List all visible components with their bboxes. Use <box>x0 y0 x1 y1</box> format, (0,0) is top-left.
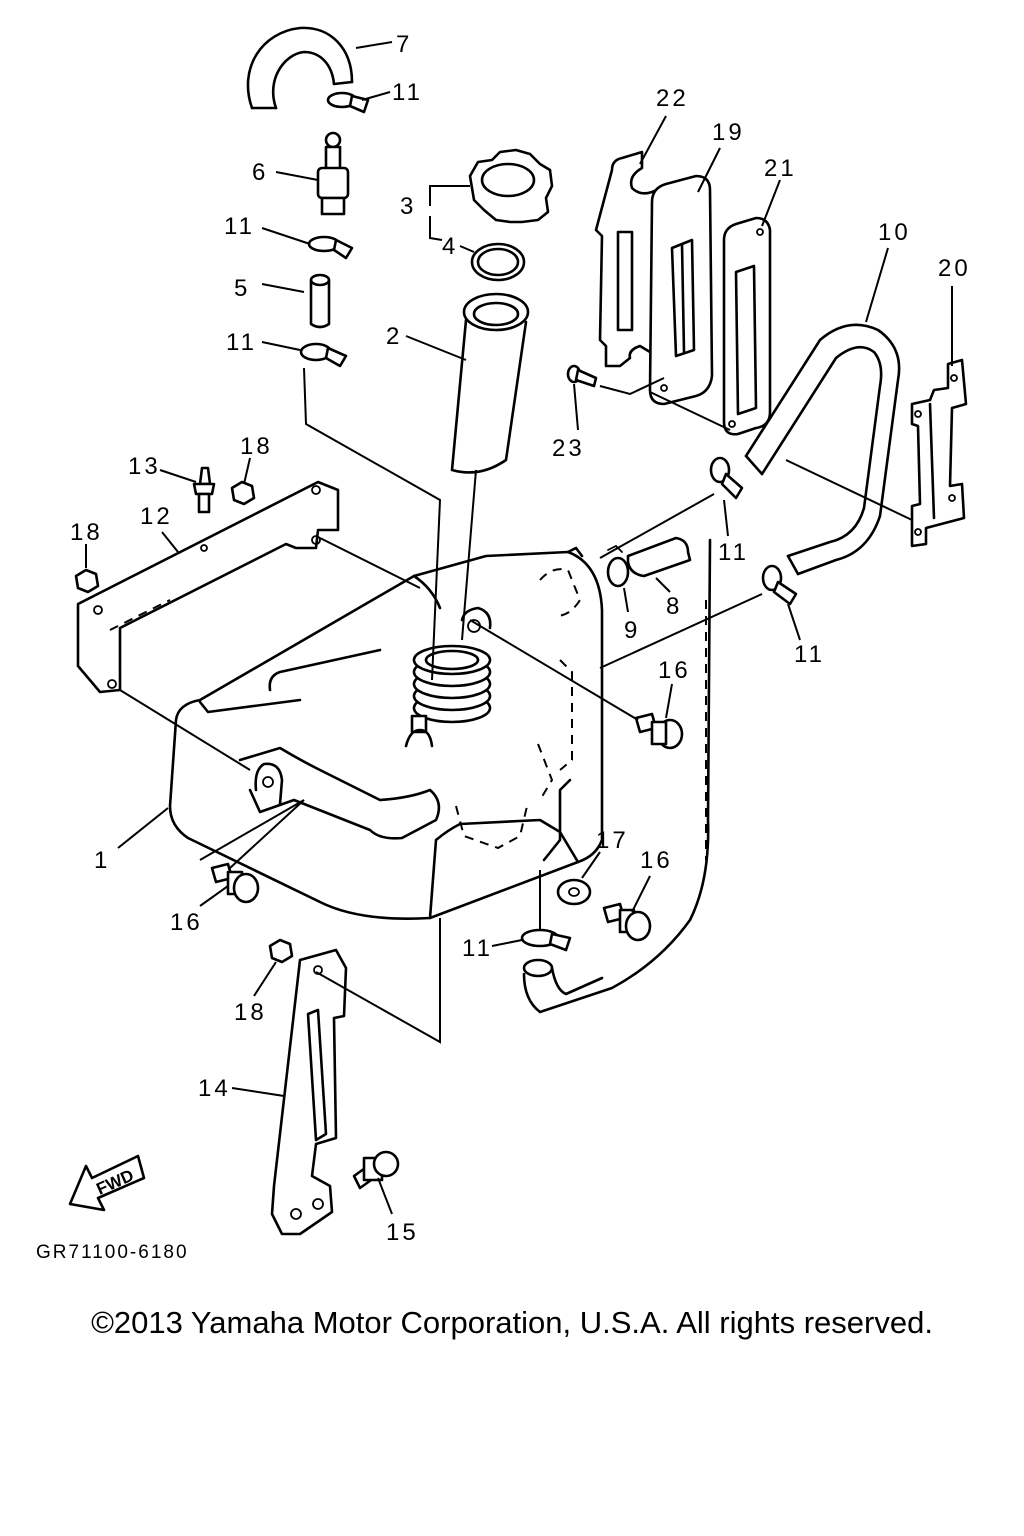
drawing-code: GR71100-6180 <box>36 1242 189 1263</box>
label-2: 2 <box>386 323 402 350</box>
label-23: 23 <box>552 435 585 462</box>
bolt-16-right <box>634 712 684 750</box>
label-17: 17 <box>596 827 629 854</box>
label-16-left: 16 <box>170 909 203 936</box>
fitting-8 <box>626 536 692 578</box>
label-18-upper: 18 <box>240 433 273 460</box>
bracket-20 <box>910 358 968 548</box>
label-11-bottom: 11 <box>462 935 493 962</box>
label-19: 19 <box>712 119 745 146</box>
bolt-15 <box>352 1150 400 1190</box>
fuel-tank-exploded-diagram: FWD <box>36 26 971 1263</box>
nut-18-upper <box>230 480 256 506</box>
label-9: 9 <box>624 617 640 644</box>
plate-19 <box>648 174 714 406</box>
copyright-notice: ©2013 Yamaha Motor Corporation, U.S.A. A… <box>91 1305 933 1340</box>
label-11-right-upper: 11 <box>718 539 749 566</box>
label-15: 15 <box>386 1219 419 1246</box>
fwd-arrow-icon: FWD <box>68 1154 146 1212</box>
clamp-11-top <box>326 91 370 114</box>
label-1: 1 <box>94 847 110 874</box>
label-11-third: 11 <box>226 329 257 356</box>
hose-bottom <box>522 538 712 1014</box>
filler-neck-2 <box>450 292 530 474</box>
bracket-12 <box>76 480 340 694</box>
hose-10 <box>744 323 901 576</box>
fuel-tank-1 <box>168 546 604 920</box>
label-11-right-lower: 11 <box>794 641 825 668</box>
label-16-right: 16 <box>658 657 691 684</box>
valve-6 <box>316 131 350 216</box>
clamp-11-second <box>307 235 354 260</box>
label-22: 22 <box>656 85 689 112</box>
label-3: 3 <box>400 193 416 220</box>
label-8: 8 <box>666 593 682 620</box>
label-18-lower: 18 <box>234 999 267 1026</box>
part-number-labels: 7 11 6 3 4 11 5 2 11 22 19 21 10 20 23 1… <box>70 31 971 1246</box>
label-11-second: 11 <box>224 213 255 240</box>
o-ring-4 <box>470 242 526 282</box>
cap-9 <box>606 544 630 588</box>
label-18-left: 18 <box>70 519 103 546</box>
gasket-22 <box>594 150 664 368</box>
label-7: 7 <box>396 31 412 58</box>
label-6: 6 <box>252 159 268 186</box>
hose-7 <box>246 26 354 110</box>
label-5: 5 <box>234 275 250 302</box>
clamp-11-right-upper <box>709 456 744 500</box>
bolt-16-lower <box>602 902 652 942</box>
clamp-11-bottom <box>520 928 572 952</box>
tank-filler-spout <box>412 644 492 724</box>
label-11-top: 11 <box>392 79 423 106</box>
alignment-lines <box>119 367 913 1044</box>
bolt-16-left <box>210 862 260 904</box>
clamp-11-right-lower <box>761 564 798 606</box>
label-16-lower: 16 <box>640 847 673 874</box>
label-21: 21 <box>764 155 797 182</box>
label-14: 14 <box>198 1075 231 1102</box>
nut-18-left <box>74 568 100 594</box>
fuel-cap-3 <box>468 148 554 224</box>
washer-17 <box>556 878 592 906</box>
pipe-5 <box>309 273 331 329</box>
clamp-11-third <box>299 342 348 368</box>
label-10: 10 <box>878 219 911 246</box>
label-20: 20 <box>938 255 971 282</box>
label-12: 12 <box>140 503 173 530</box>
rivet-13 <box>192 466 216 552</box>
nut-18-lower <box>268 938 294 964</box>
tank-vent-nipple <box>404 714 434 748</box>
label-13: 13 <box>128 453 161 480</box>
label-leaders <box>85 41 953 1215</box>
screw-23 <box>566 364 598 388</box>
strap-14 <box>270 948 348 1236</box>
label-4: 4 <box>442 233 458 260</box>
gasket-21 <box>722 216 772 436</box>
